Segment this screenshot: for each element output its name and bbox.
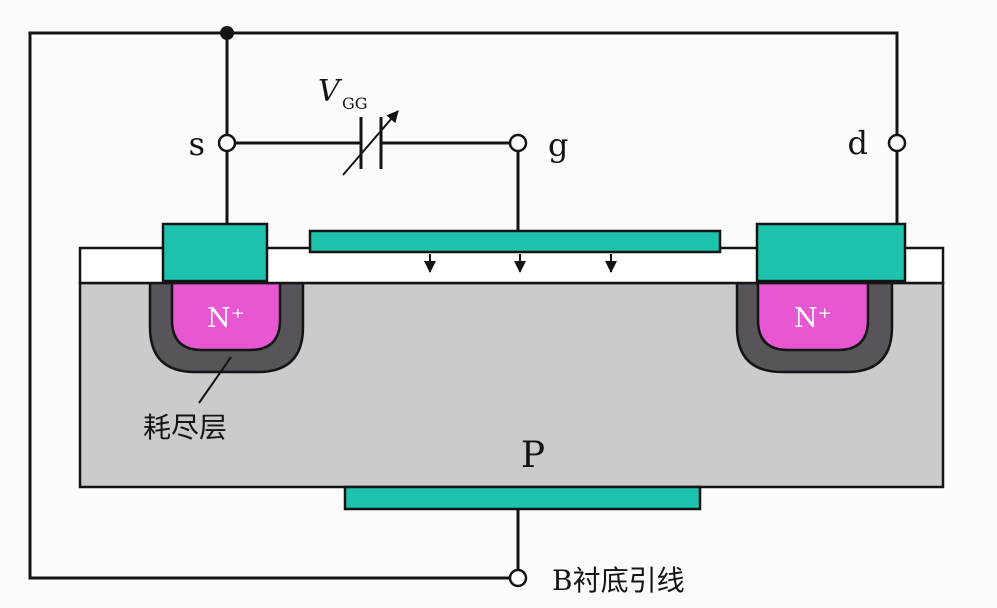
gate-terminal-label: g [548,126,568,164]
source-terminal-label: s [189,125,205,163]
substrate-terminal [508,568,528,588]
top-wire [227,31,899,134]
n-plus-region-left [170,281,282,352]
substrate-contact [343,485,702,511]
source-terminal [217,133,237,153]
outer-loop-wire [28,31,509,580]
n-plus-label-right: N⁺ [794,303,832,334]
vgg-subscript-label: GG [342,94,368,113]
vgg-label: V [318,74,343,109]
gate-electrode [308,229,722,254]
n-plus-label-left: N⁺ [207,303,245,334]
drain-terminal-label: d [848,124,868,162]
drain-terminal [887,133,907,153]
drain-contact [755,222,907,283]
substrate-lead-label: B衬底引线 [552,564,685,597]
gate-terminal [508,133,528,153]
n-plus-region-right [756,281,870,352]
depletion-layer-label: 耗尽层 [143,411,227,444]
junction-dot [220,26,234,40]
vgg-variable-arrow [342,110,399,176]
substrate-label: P [521,435,545,476]
source-contact [161,222,269,283]
depletion-pointer-line [198,356,232,404]
